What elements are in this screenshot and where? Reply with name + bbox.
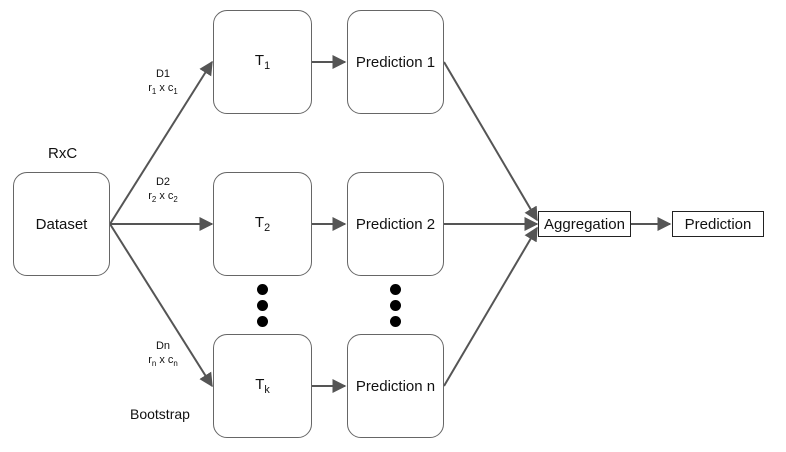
ellipsis-dot (257, 300, 268, 311)
dataset-box: Dataset (13, 172, 110, 276)
arrow-pred1-to-aggregation (443, 61, 538, 222)
ellipsis-dot (390, 316, 401, 327)
prediction-label-n: Prediction n (355, 377, 436, 395)
prediction-label-2: Prediction 2 (355, 215, 436, 233)
ellipsis-dot (390, 300, 401, 311)
tree-label-2: T2 (254, 214, 271, 234)
dataset-label: Dataset (35, 215, 88, 233)
prediction-box-1: Prediction 1 (347, 10, 444, 114)
tree-box-1: T1 (213, 10, 312, 114)
sample-label-1: D1 r1 x c1 (138, 67, 188, 99)
bootstrap-label: Bootstrap (130, 406, 190, 422)
ellipsis-dot (257, 284, 268, 295)
aggregation-box: Aggregation (538, 211, 631, 237)
arrow-predn-to-aggregation (443, 226, 538, 387)
sample-size-n: rn x cn (148, 354, 178, 368)
tree-box-k: Tk (213, 334, 312, 438)
ellipsis-dot (390, 284, 401, 295)
sample-label-2: D2 r2 x c2 (138, 175, 188, 207)
prediction-box-2: Prediction 2 (347, 172, 444, 276)
prediction-label-1: Prediction 1 (355, 53, 436, 71)
sample-label-n: Dn rn x cn (138, 339, 188, 371)
tree-label-1: T1 (254, 52, 271, 72)
sample-name-2: D2 (155, 176, 171, 188)
tree-box-2: T2 (213, 172, 312, 276)
sample-name-1: D1 (155, 68, 171, 80)
final-prediction-label: Prediction (684, 215, 752, 233)
tree-label-k: Tk (255, 376, 270, 396)
rxc-label: RxC (48, 145, 78, 162)
arrow-dataset-to-t1 (109, 60, 213, 225)
final-prediction-box: Prediction (672, 211, 764, 237)
sample-size-2: r2 x c2 (148, 190, 178, 204)
aggregation-label: Aggregation (544, 215, 625, 233)
ellipsis-dot (257, 316, 268, 327)
sample-size-1: r1 x c1 (148, 82, 178, 96)
arrow-dataset-to-tk (109, 223, 213, 388)
prediction-box-n: Prediction n (347, 334, 444, 438)
sample-name-n: Dn (155, 340, 171, 352)
